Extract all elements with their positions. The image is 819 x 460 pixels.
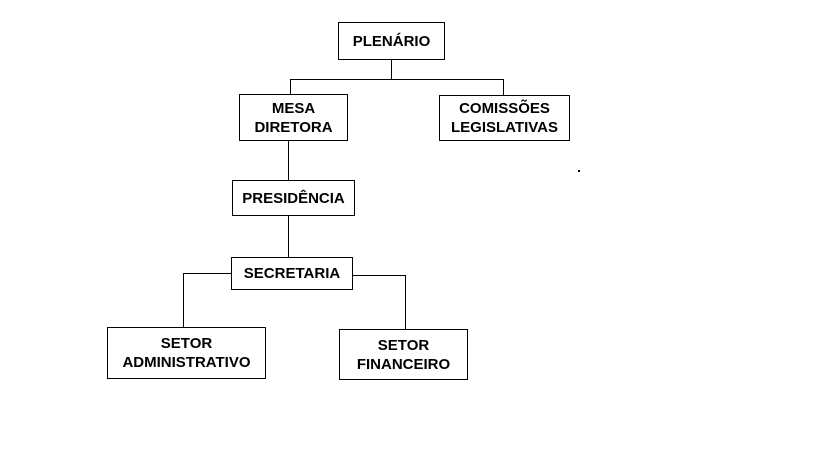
connector-to-mesa-diretora <box>290 79 291 94</box>
stray-dot <box>578 170 580 172</box>
connector-mesa-to-presidencia <box>288 140 289 180</box>
box-presidencia: PRESIDÊNCIA <box>232 180 355 216</box>
box-setor-financeiro: SETOR FINANCEIRO <box>339 329 468 380</box>
box-setor-administrativo: SETOR ADMINISTRATIVO <box>107 327 266 379</box>
connector-to-setor-financeiro <box>405 275 406 330</box>
box-comissoes-legislativas: COMISSÕES LEGISLATIVAS <box>439 95 570 141</box>
box-plenario: PLENÁRIO <box>338 22 445 60</box>
connector-plenario-down <box>391 60 392 80</box>
connector-plenario-branch <box>290 79 504 80</box>
connector-to-setor-administrativo <box>183 273 184 327</box>
box-secretaria: SECRETARIA <box>231 257 353 290</box>
connector-secretaria-left <box>183 273 232 274</box>
connector-presidencia-to-secretaria <box>288 215 289 257</box>
connector-secretaria-right <box>352 275 405 276</box>
connector-to-comissoes <box>503 79 504 95</box>
box-mesa-diretora: MESA DIRETORA <box>239 94 348 141</box>
